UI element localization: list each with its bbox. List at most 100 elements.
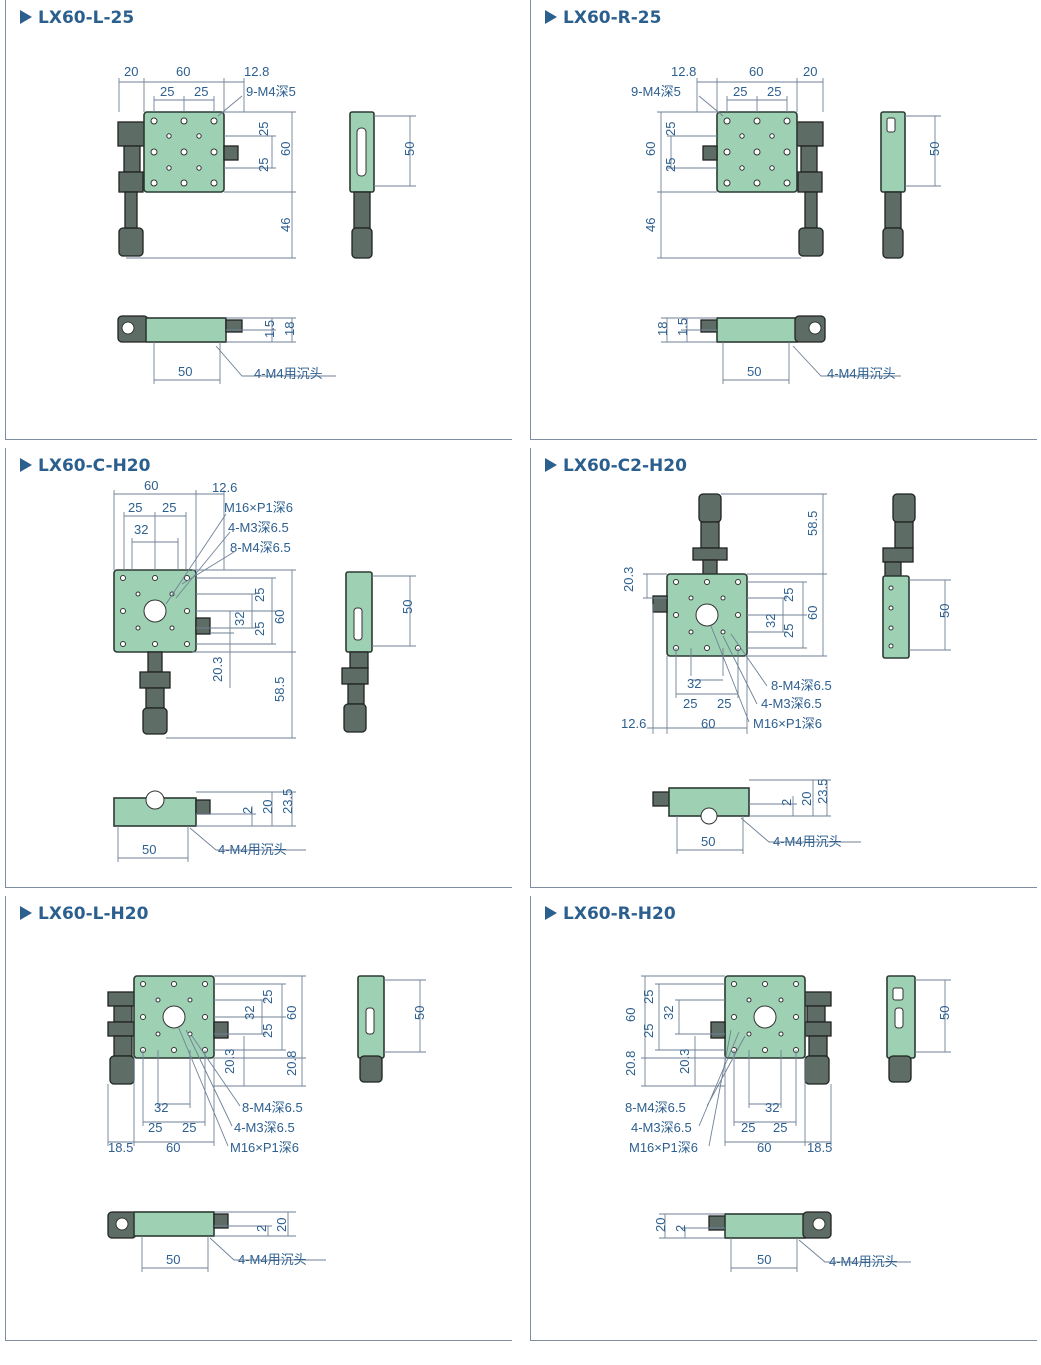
dim-v25-b: 25 [260,1024,275,1038]
dim-25-b: 25 [773,1120,787,1135]
dim-1-5: 1.5 [675,318,690,336]
dim-60: 60 [176,64,190,79]
dim-25-a: 25 [683,696,697,711]
dim-v25-a: 25 [260,990,275,1004]
triangle-marker-icon [545,10,557,24]
drawing-panel-lx60-r-h20: LX60-R-H20 60 25 25 32 20.8 20.3 8-M4深6.… [530,896,1037,1341]
panel-title: LX60-C2-H20 [545,456,687,476]
dim-v25-b: 25 [641,1024,656,1038]
dim-2: 2 [254,1225,269,1232]
note-m4: 8-M4深6.5 [230,540,291,555]
note-m3: 4-M3深6.5 [761,696,822,711]
dim-18: 18 [655,322,670,336]
drawing-panel-lx60-l-25: LX60-L-25 20 60 12.8 25 25 9-M4深5 [5,0,512,440]
dim-v25-b: 25 [252,622,267,636]
drawing-panel-lx60-c-h20: LX60-C-H20 60 12.6 25 25 32 M16×P1深6 4-M… [5,448,512,888]
dim-60: 60 [144,478,158,493]
side-view [882,493,951,659]
note-countersunk: 4-M4用沉头 [773,834,842,849]
dim-side-50: 50 [937,604,952,618]
dim-1-5: 1.5 [262,320,277,338]
dim-25-a: 25 [733,84,747,99]
dim-v25-a: 25 [641,990,656,1004]
dim-v20-8: 20.8 [623,1051,638,1076]
dim-2: 2 [673,1225,688,1232]
drawing-panel-lx60-l-h20: LX60-L-H20 25 25 32 60 20.3 20.8 32 2 [5,896,512,1341]
dim-25-a: 25 [741,1120,755,1135]
note-m16: M16×P1深6 [753,716,822,731]
dim-32: 32 [765,1100,779,1115]
dim-25-b: 25 [767,84,781,99]
dim-bottom-50: 50 [747,364,761,379]
dim-v20-3: 20.3 [210,657,225,682]
dim-23-5: 23.5 [815,779,830,804]
top-view [641,975,832,1147]
technical-drawing: 58.5 20.3 25 25 32 60 8-M4深6.5 4-M3深6.5 … [621,493,952,854]
dim-v20-3: 20.3 [677,1049,692,1074]
dim-bottom-50: 50 [142,842,156,857]
dim-18-5: 18.5 [108,1140,133,1155]
dim-v32: 32 [661,1006,676,1020]
dim-18: 18 [282,322,297,336]
dim-20: 20 [274,1218,289,1232]
dim-side-50: 50 [937,1006,952,1020]
side-view [880,111,941,259]
dim-v60: 60 [278,142,293,156]
panel-title: LX60-L-25 [20,8,134,28]
dim-v32: 32 [242,1006,257,1020]
panel-title: LX60-L-H20 [20,904,148,924]
panel-title: LX60-C-H20 [20,456,150,476]
technical-drawing: 20 60 12.8 25 25 9-M4深5 25 25 60 46 50 1… [117,64,417,384]
dim-v60: 60 [284,1006,299,1020]
dim-bottom-50: 50 [757,1252,771,1267]
dim-25-b: 25 [182,1120,196,1135]
technical-drawing: 12.8 60 20 9-M4深5 25 25 25 25 60 46 50 1… [631,64,942,384]
top-view [107,975,306,1147]
dim-bottom-50: 50 [701,834,715,849]
triangle-marker-icon [20,458,32,472]
dim-25-a: 25 [148,1120,162,1135]
technical-drawing: 25 25 32 60 20.3 20.8 32 25 25 8-M4深6.5 … [107,975,427,1272]
dim-32: 32 [687,676,701,691]
front-view [661,315,901,384]
dim-60: 60 [749,64,763,79]
note-m16: M16×P1深6 [224,500,293,515]
dim-v32: 32 [763,614,778,628]
panel-title: LX60-R-H20 [545,904,676,924]
dim-bottom-50: 50 [166,1252,180,1267]
triangle-marker-icon [545,906,557,920]
dim-v25-a: 25 [256,122,271,136]
top-view [657,78,824,259]
dim-v25-b: 25 [663,158,678,172]
front-view [117,315,336,384]
dim-25-b: 25 [717,696,731,711]
dim-v25-b: 25 [781,624,796,638]
dim-side-50: 50 [402,142,417,156]
note-countersunk: 4-M4用沉头 [827,366,896,381]
dim-12-6: 12.6 [212,480,237,495]
note-m4: 8-M4深6.5 [625,1100,686,1115]
top-view [643,493,827,734]
note-m16: M16×P1深6 [629,1140,698,1155]
dim-bottom-50: 50 [178,364,192,379]
dim-v60: 60 [643,142,658,156]
note-countersunk: 4-M4用沉头 [254,366,323,381]
side-view [357,975,426,1083]
triangle-marker-icon [20,906,32,920]
dim-12-6: 12.6 [621,716,646,731]
dim-18-5: 18.5 [807,1140,832,1155]
side-view [349,111,416,259]
dim-25-b: 25 [162,500,176,515]
dim-v20-3: 20.3 [621,567,636,592]
dim-20: 20 [653,1218,668,1232]
note-m3: 4-M3深6.5 [228,520,289,535]
dim-side-50: 50 [412,1006,427,1020]
drawing-panel-lx60-c2-h20: LX60-C2-H20 58.5 20.3 25 25 32 60 8-M4深6… [530,448,1037,888]
dim-32: 32 [154,1100,168,1115]
front-view [659,1211,911,1272]
drawing-panel-lx60-r-25: LX60-R-25 12.8 60 20 9-M4深5 25 25 [530,0,1037,440]
dim-v32: 32 [232,612,247,626]
triangle-marker-icon [20,10,32,24]
dim-v58-5: 58.5 [272,677,287,702]
dim-20: 20 [799,792,814,806]
